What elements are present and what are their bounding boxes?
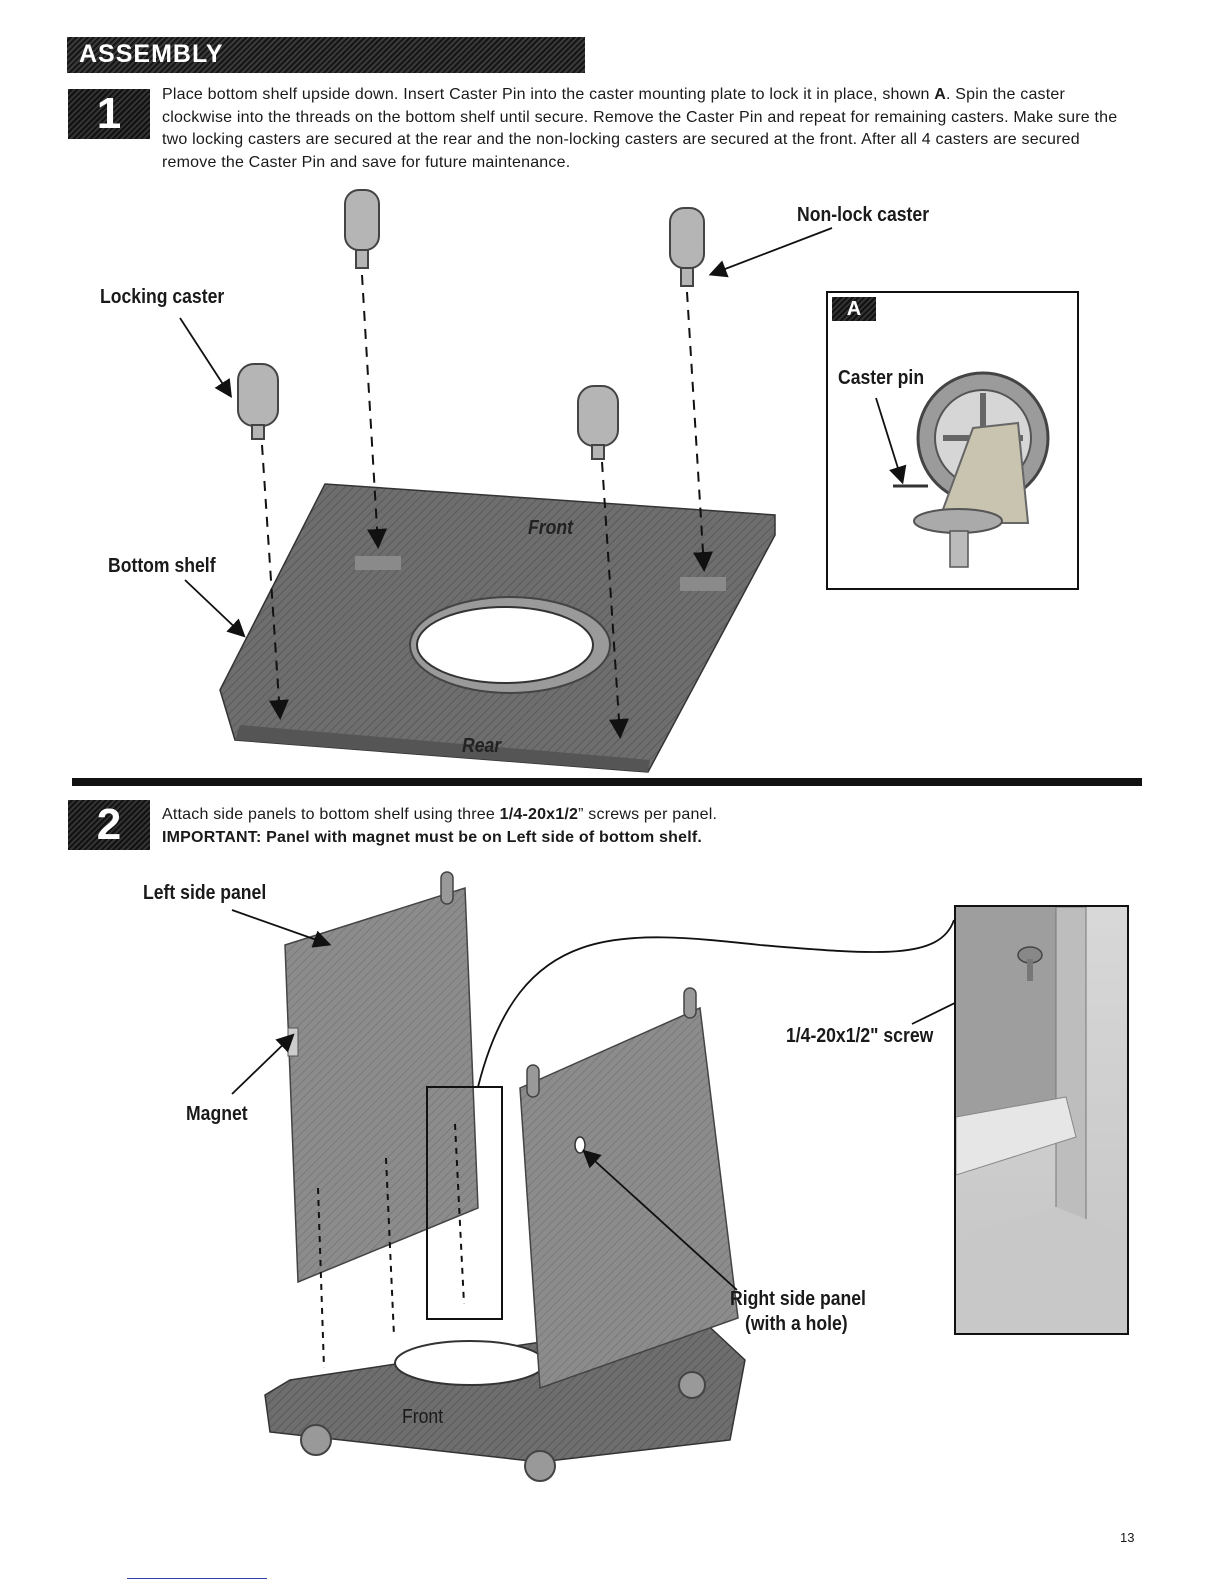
right-side-panel-label: Right side panel <box>730 1288 866 1310</box>
caster-rear-right <box>577 385 619 460</box>
caster-rear-left <box>237 363 279 440</box>
section-title: ASSEMBLY <box>79 40 224 68</box>
non-lock-caster-label: Non-lock caster <box>797 204 930 226</box>
caster-guide-lines <box>261 274 713 739</box>
footer-line <box>127 1578 267 1579</box>
step-1-text-bold: A <box>934 86 946 103</box>
step-2-text-bold: 1/4-20x1/2 <box>499 806 579 823</box>
caster-front-left <box>344 189 380 269</box>
step-1-text-a: Place bottom shelf upside down. Insert C… <box>162 86 935 103</box>
screw-label: 1/4-20x1/2" screw <box>786 1025 934 1047</box>
step-1-instructions: Place bottom shelf upside down. Insert C… <box>162 84 1137 174</box>
page-number: 13 <box>1120 1530 1135 1545</box>
section-divider <box>72 778 1142 786</box>
bottom-shelf-drawing <box>219 483 776 773</box>
caster-front-right <box>669 207 705 287</box>
section-banner: ASSEMBLY <box>67 37 585 73</box>
right-side-panel-hole-label: (with a hole) <box>745 1313 848 1335</box>
locking-caster-label: Locking caster <box>100 286 225 308</box>
front-label-step-2: Front <box>402 1406 444 1428</box>
rear-label: Rear <box>462 735 502 757</box>
step-1-callouts <box>179 227 833 638</box>
inset-a-tag: A <box>832 297 876 321</box>
step-2-badge: 2 <box>68 800 150 850</box>
front-label: Front <box>528 517 573 539</box>
step-2-text-b: ” screws per panel. <box>578 806 718 823</box>
screw-detail-inset <box>954 905 1129 1335</box>
left-side-panel-label: Left side panel <box>143 882 267 904</box>
step-2-number: 2 <box>96 800 122 849</box>
step-1-number: 1 <box>96 89 122 138</box>
magnet-label: Magnet <box>186 1103 248 1125</box>
step-1-text-b: . Spin the caster clockwise into the thr… <box>162 86 1118 171</box>
step-2-important-note: IMPORTANT: Panel with magnet must be on … <box>162 828 703 846</box>
step-2-drawing <box>231 871 1043 1482</box>
step-2-text-a: Attach side panels to bottom shelf using… <box>162 806 500 823</box>
screw-detail-drawing <box>956 907 1127 1333</box>
caster-drawings <box>237 189 705 460</box>
step-1-badge: 1 <box>68 89 150 139</box>
bottom-shelf-label: Bottom shelf <box>108 555 216 577</box>
inset-a-caster-pin: A Caster pin <box>826 291 1079 590</box>
step-2-instructions: Attach side panels to bottom shelf using… <box>162 804 1062 849</box>
caster-pin-label: Caster pin <box>838 367 925 389</box>
caster-closeup-drawing <box>875 371 1050 568</box>
